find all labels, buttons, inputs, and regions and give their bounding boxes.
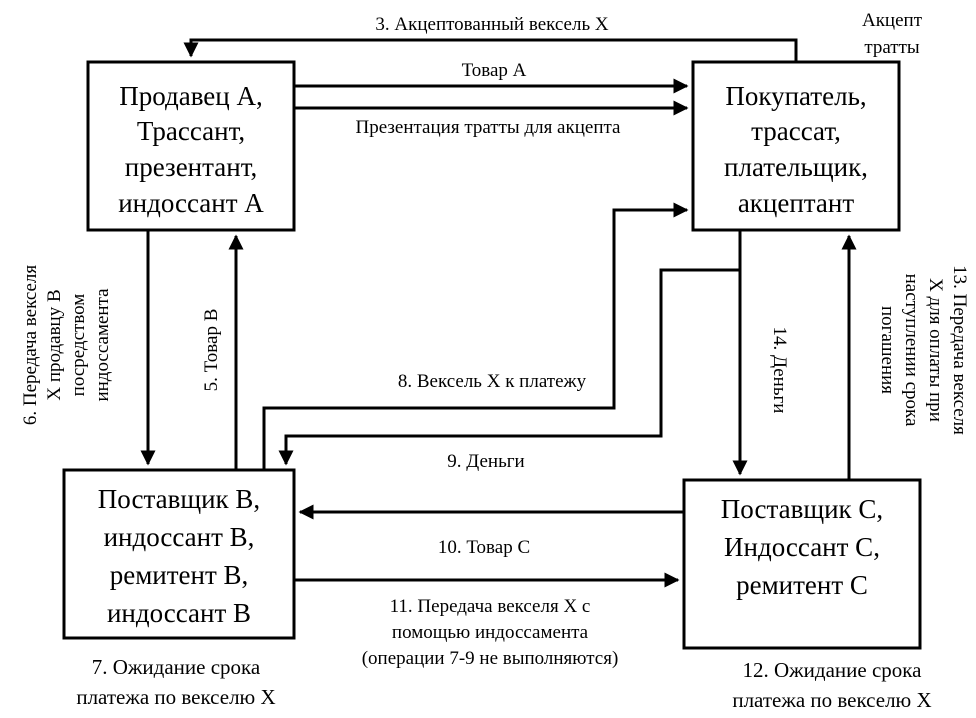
buyer-box: Покупатель, трассат, плательщик, акцепта… [691,60,901,232]
note-wait-12-line-1: 12. Ожидание срока [743,658,923,682]
label-transfer-13-line-1: 13. Передача векселя [949,265,970,435]
supplier-b-line-3: ремитент В, [110,560,249,590]
arrow-accepted-bill [183,38,798,62]
label-transfer-b-line-4: индоссамента [92,288,113,402]
buyer-line-3: плательщик, [724,152,868,182]
note-wait-7-line-2: платежа по векселю Х [76,685,275,709]
label-presentation: Презентация тратты для акцепта [356,117,621,138]
label-goods-a: Товар А [462,60,527,81]
buyer-line-4: акцептант [738,188,855,218]
label-accepted-bill: 3. Акцептованный вексель Х [375,14,608,35]
supplier-c-box: Поставщик С, Индоссант С, ремитент С [682,478,922,650]
supplier-b-box: Поставщик В, индоссант В, ремитент В, ин… [62,468,296,640]
label-goods-b: 5. Товар В [201,309,222,392]
seller-a-line-2: Трассант, [137,116,245,146]
arrow-money-9 [278,230,742,466]
supplier-c-line-1: Поставщик С, [721,494,883,524]
supplier-b-line-4: индоссант В [107,598,251,628]
label-transfer-11-line-3: (операции 7-9 не выполняются) [362,648,619,669]
label-transfer-b-line-3: посредством [68,294,89,397]
note-wait-12-line-2: платежа по векселю Х [732,688,931,712]
label-transfer-13-line-4: погашения [877,306,898,394]
label-money-14: 14. Деньги [769,327,790,414]
label-goods-c: 10. Товар С [438,537,530,558]
seller-a-line-4: индоссант А [118,188,264,218]
supplier-b-line-2: индоссант В, [104,522,255,552]
supplier-c-line-3: ремитент С [736,570,868,600]
label-transfer-13-line-2: Х для оплаты при [925,278,946,422]
label-transfer-13-line-3: наступлении срока [901,274,922,427]
label-bill-to-payment: 8. Вексель Х к платежу [398,371,587,392]
label-transfer-b-line-2: Х продавцу В [44,289,65,400]
label-transfer-11-line-1: 11. Передача векселя Х с [390,596,591,617]
seller-a-line-3: презентант, [125,152,257,182]
note-wait-7-line-1: 7. Ожидание срока [92,655,261,679]
buyer-line-2: трассат, [751,116,841,146]
label-money-9: 9. Деньги [447,451,524,472]
supplier-c-line-2: Индоссант С, [724,532,880,562]
label-transfer-11-line-2: помощью индоссамента [392,622,589,643]
label-acceptance-2: тратты [864,37,920,58]
supplier-b-line-1: Поставщик В, [98,484,260,514]
buyer-line-1: Покупатель, [725,81,866,111]
label-transfer-b-line-1: 6. Передача векселя [20,265,41,426]
seller-a-box: Продавец А, Трассант, презентант, индосс… [86,60,296,232]
arrow-bill-to-payment [262,202,689,470]
seller-a-line-1: Продавец А, [119,81,262,111]
label-acceptance-1: Акцепт [862,10,923,31]
